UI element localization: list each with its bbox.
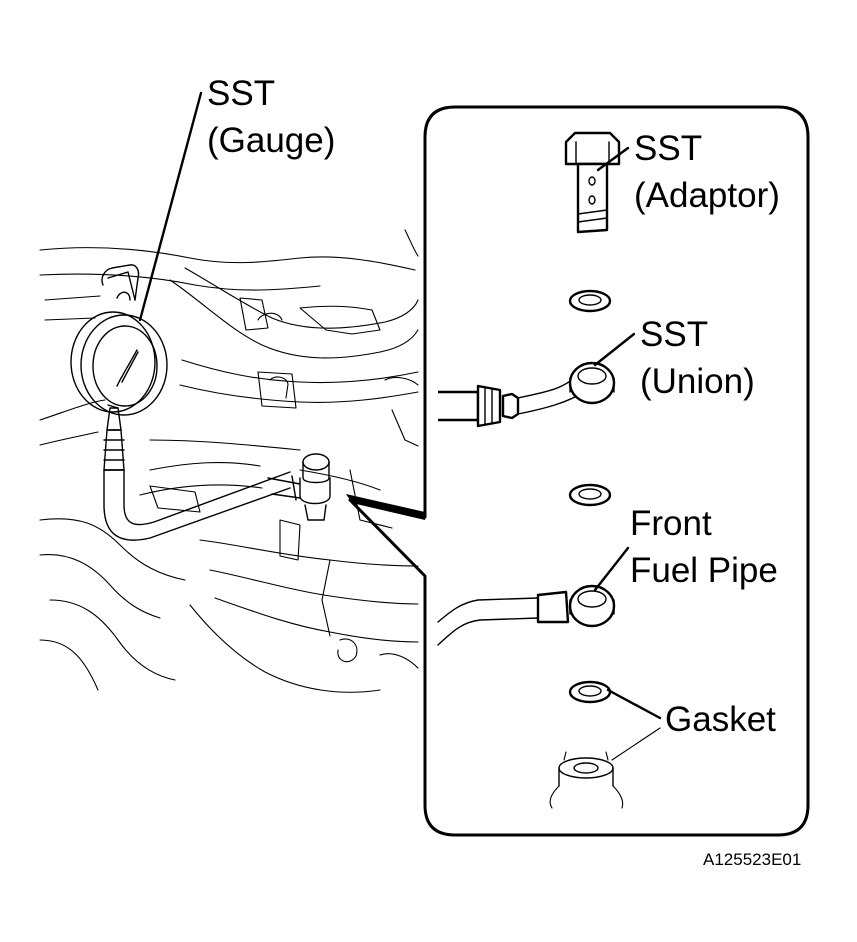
detail-inset-frame — [346, 105, 810, 837]
fuel-pipe-label-line2: Fuel Pipe — [630, 551, 778, 590]
figure-id: A125523E01 — [703, 850, 802, 869]
fuel-pipe-label-line1: Front — [630, 504, 712, 543]
leader-lines — [138, 91, 662, 761]
adaptor-label: SST (Adaptor) — [634, 125, 780, 219]
engine-fitting-icon — [267, 453, 331, 521]
union-label-line1: SST — [640, 315, 709, 354]
union-label-line2: (Union) — [640, 362, 755, 401]
union-fitting-icon — [438, 361, 616, 428]
engine-background-drawing — [39, 229, 419, 693]
union-label: SST (Union) — [640, 311, 755, 405]
gasket-label: Gasket — [665, 696, 776, 743]
gauge-label: SST (Gauge) — [207, 70, 335, 164]
front-fuel-pipe-icon — [437, 584, 616, 646]
gasket-label-line1: Gasket — [665, 700, 776, 739]
adaptor-label-line1: SST — [634, 129, 703, 168]
gasket-ring-icon — [568, 289, 612, 704]
gauge-hose — [103, 407, 291, 541]
pressure-gauge-icon — [70, 264, 168, 416]
fuel-pipe-boss-icon — [549, 751, 624, 809]
union-bolt-icon — [564, 131, 621, 234]
gauge-label-line2: (Gauge) — [207, 121, 336, 160]
gauge-label-line1: SST — [207, 74, 276, 113]
adaptor-label-line2: (Adaptor) — [634, 176, 780, 215]
fuel-pipe-label: Front Fuel Pipe — [630, 500, 778, 594]
